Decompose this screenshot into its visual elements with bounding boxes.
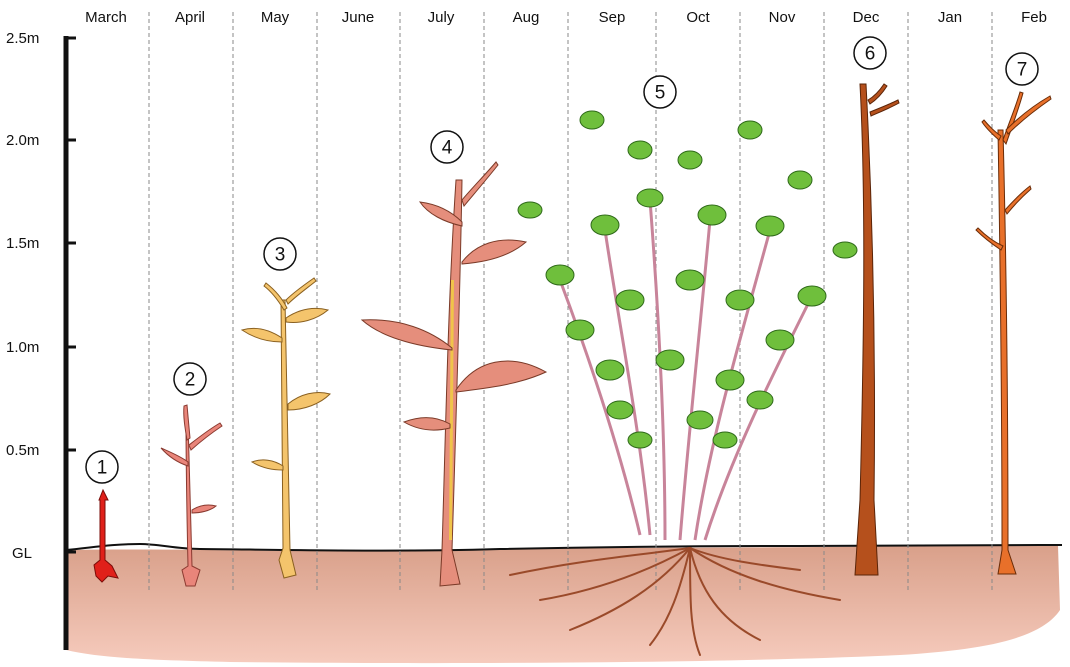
bush-leaf <box>580 111 604 129</box>
stage-6-branch <box>868 84 887 104</box>
bush-leaf <box>833 242 857 258</box>
stage-3-leaf <box>242 328 282 342</box>
bush-leaf <box>798 286 826 306</box>
bush-leaf <box>678 151 702 169</box>
height-label-0-5m: 0.5m <box>6 442 39 459</box>
stage-6-stem <box>855 84 878 575</box>
bush-leaf <box>738 121 762 139</box>
stage-6-branch <box>870 100 899 116</box>
bush-leaf <box>676 270 704 290</box>
stage-7-branch <box>976 228 1003 250</box>
stage-4-leaf <box>404 418 450 430</box>
stage-3-branch <box>264 283 287 310</box>
stage-4-leaf <box>456 361 546 392</box>
stage-4-branch <box>462 162 498 206</box>
bush-leaf <box>713 432 737 448</box>
stage-4-leaf <box>362 320 452 350</box>
stage-2-branch <box>184 405 190 440</box>
month-label-feb: Feb <box>1021 9 1047 26</box>
month-label-dec: Dec <box>853 9 880 26</box>
height-label-1-5m: 1.5m <box>6 235 39 252</box>
height-label-2-0m: 2.0m <box>6 132 39 149</box>
stage-marker-3: 3 <box>264 238 296 270</box>
month-label-july: July <box>428 9 455 26</box>
soil <box>66 546 1060 663</box>
month-label-april: April <box>175 9 205 26</box>
bush-leaf <box>596 360 624 380</box>
bush-leaf <box>726 290 754 310</box>
bush-leaf <box>687 411 713 429</box>
bush-leaf <box>628 141 652 159</box>
month-label-nov: Nov <box>769 9 796 26</box>
bush-leaf <box>716 370 744 390</box>
height-label-gl: GL <box>12 545 32 562</box>
bush-leaf <box>628 432 652 448</box>
stage-number-3: 3 <box>275 245 286 266</box>
bush-leaf <box>766 330 794 350</box>
stage-number-6: 6 <box>865 44 876 65</box>
bush-leaf <box>518 202 542 218</box>
height-axis: 2.5m 2.0m 1.5m 1.0m 0.5m GL <box>6 30 76 650</box>
stage-6-cane <box>855 84 899 575</box>
stage-marker-6: 6 <box>854 37 886 69</box>
month-label-aug: Aug <box>513 9 540 26</box>
stage-marker-1: 1 <box>86 451 118 483</box>
stage-2-leaf <box>192 505 216 513</box>
stage-marker-2: 2 <box>174 363 206 395</box>
stage-2-branch <box>189 423 222 450</box>
stage-number-1: 1 <box>97 458 108 479</box>
bush-leaf <box>546 265 574 285</box>
height-label-1-0m: 1.0m <box>6 339 39 356</box>
month-label-jan: Jan <box>938 9 962 26</box>
stage-number-7: 7 <box>1017 60 1028 81</box>
month-label-march: March <box>85 9 127 26</box>
stage-3-leaf <box>288 392 330 410</box>
bush-leaf <box>616 290 644 310</box>
stage-3-branch <box>286 278 316 304</box>
stage-5-leaves <box>518 111 857 448</box>
bush-leaf <box>566 320 594 340</box>
bush-leaf <box>747 391 773 409</box>
month-label-june: June <box>342 9 375 26</box>
stage-number-2: 2 <box>185 370 196 391</box>
bush-leaf <box>656 350 684 370</box>
bush-leaf <box>698 205 726 225</box>
stage-4-plant <box>362 162 546 586</box>
stage-number-4: 4 <box>442 138 453 159</box>
month-labels: March April May June July Aug Sep Oct No… <box>85 9 1047 26</box>
stage-marker-7: 7 <box>1006 53 1038 85</box>
month-label-oct: Oct <box>686 9 710 26</box>
month-label-may: May <box>261 9 290 26</box>
stage-7-branch <box>1005 186 1031 214</box>
bush-leaf <box>637 189 663 207</box>
bush-leaf <box>607 401 633 419</box>
stage-marker-5: 5 <box>644 76 676 108</box>
stage-number-5: 5 <box>655 83 666 104</box>
stage-3-leaf <box>286 308 328 322</box>
bush-leaf <box>788 171 812 189</box>
stage-marker-4: 4 <box>431 131 463 163</box>
stage-7-cane <box>976 92 1051 574</box>
stage-7-stem <box>998 130 1016 574</box>
height-label-2-5m: 2.5m <box>6 30 39 47</box>
stage-3-leaf <box>252 460 283 470</box>
stage-2-leaf <box>161 448 188 466</box>
stage-4-leaf <box>462 240 526 264</box>
bush-leaf <box>591 215 619 235</box>
month-label-sep: Sep <box>599 9 626 26</box>
bush-leaf <box>756 216 784 236</box>
